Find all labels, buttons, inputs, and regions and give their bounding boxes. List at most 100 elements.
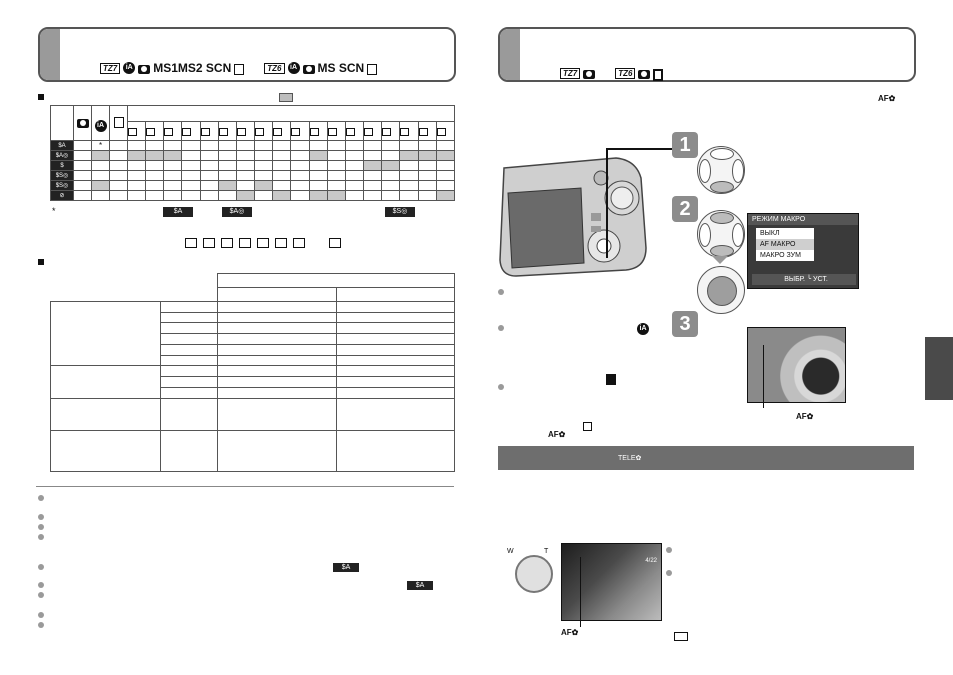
scene-icon [309, 128, 319, 136]
af-macro-label: AF✿ [548, 430, 566, 439]
af-macro-label: AF✿ [796, 412, 814, 421]
scene-icon [293, 238, 305, 248]
clipboard-icon [367, 63, 378, 75]
scene-icon [382, 128, 392, 136]
bullet-dot [38, 534, 44, 540]
scene-icon [236, 128, 246, 136]
bullet-dot [38, 524, 44, 530]
scene-icon [273, 128, 283, 136]
movie-icon [653, 69, 664, 81]
macro-scene-icon [606, 374, 616, 385]
divider-line [36, 486, 454, 487]
scene-icon [200, 128, 210, 136]
intelligent-auto-icon: iA [94, 120, 107, 132]
pointer-line [580, 557, 581, 627]
step-3-badge: 3 [672, 311, 698, 337]
macro-menu-title: РЕЖИМ МАКРО [748, 214, 858, 225]
live-view-screen-tele-macro: 4/22 [561, 543, 662, 621]
bullet-dot [498, 289, 504, 295]
flash-row-label: $A [50, 140, 74, 151]
gray-swatch-icon [279, 93, 293, 102]
scene-icon [436, 128, 446, 136]
flash-auto-label: $A [163, 207, 193, 217]
scene-icon [418, 128, 428, 136]
connector-line [606, 148, 608, 258]
bullet-dot [498, 325, 504, 331]
clipboard-icon [113, 117, 124, 128]
scene-icon [327, 128, 337, 136]
scene-icon [182, 128, 192, 136]
flash-mode-table: iA $A * $A◎ $ $ [50, 105, 456, 201]
scene-icon [203, 238, 215, 248]
left-header-modes: TZ7 iA MS1MS2 SCN TZ6 iA MS SCN [100, 61, 378, 75]
camera-icon [638, 69, 651, 79]
macro-menu-item[interactable]: AF МАКРО [756, 239, 814, 250]
zoom-w-label: W [507, 548, 514, 555]
intelligent-auto-icon: iA [287, 62, 300, 74]
flash-row-label: ⊘ [50, 190, 74, 201]
camera-icon [302, 64, 315, 74]
connector-line [606, 148, 674, 150]
scene-icon [329, 238, 341, 248]
scene-icon [345, 128, 355, 136]
macro-zoom-icon [673, 632, 688, 641]
bullet-dot [38, 612, 44, 618]
bullet-dot [666, 570, 672, 576]
zoom-lever[interactable] [515, 555, 553, 593]
scene-icon [257, 238, 269, 248]
focus-area-icon [583, 422, 593, 431]
scene-icon [275, 238, 287, 248]
scene-icon [128, 128, 137, 136]
right-header-side-bar [500, 29, 520, 80]
down-arrow-icon [712, 256, 728, 264]
af-macro-label: AF✿ [561, 628, 579, 637]
step-1-badge: 1 [672, 132, 698, 158]
bullet-dot [38, 495, 44, 501]
clipboard-icon [234, 63, 245, 75]
bullet-dot [666, 547, 672, 553]
flash-range-table [49, 273, 456, 472]
bullet-dot [498, 384, 504, 390]
flash-redeye-label: $A◎ [222, 207, 252, 217]
tz7-badge: TZ7 [100, 62, 121, 74]
intelligent-auto-icon: iA [637, 323, 649, 335]
camera-illustration [499, 157, 647, 277]
flash-slow-redeye-label: $S◎ [385, 207, 415, 217]
camera-icon [583, 69, 596, 79]
flash-auto-label: $A [333, 563, 359, 572]
left-header-box: TZ7 iA MS1MS2 SCN TZ6 iA MS SCN [38, 27, 456, 82]
shot-counter: 4/22 [645, 558, 657, 564]
flash-row-label: $ [50, 160, 74, 171]
cursor-pad[interactable] [697, 146, 745, 194]
right-header-box: TZ7 TZ6 [498, 27, 916, 82]
tz6-mode-text: MS SCN [317, 61, 365, 75]
intelligent-auto-icon: iA [123, 62, 136, 74]
scene-icon [364, 128, 374, 136]
flash-row-label: $A◎ [50, 150, 74, 161]
scene-icon [255, 128, 265, 136]
tele-macro-band: TELE✿ [498, 446, 914, 470]
section-square-icon [38, 259, 44, 265]
tz7-mode-text: MS1MS2 SCN [153, 61, 232, 75]
scene-icon [221, 238, 233, 248]
asterisk-mark: * [91, 140, 110, 151]
scene-icon [164, 128, 174, 136]
right-edge-tab [925, 337, 953, 400]
flash-auto-label: $A [407, 581, 433, 590]
flash-row-label: $S◎ [50, 180, 74, 191]
macro-menu-item[interactable]: МАКРО ЗУМ [760, 252, 801, 259]
menu-set-button[interactable] [697, 266, 745, 314]
tz6-badge: TZ6 [264, 62, 285, 74]
scene-icon [291, 128, 301, 136]
cursor-pad[interactable] [697, 210, 745, 258]
zoom-t-label: T [544, 548, 549, 555]
macro-menu-screen: РЕЖИМ МАКРО ВЫКЛ AF МАКРО МАКРО ЗУМ ВЫБР… [747, 213, 859, 289]
footnote-asterisk: * [52, 206, 56, 216]
pointer-line [763, 345, 764, 408]
scene-icon-row [185, 237, 341, 248]
macro-menu-item[interactable]: ВЫКЛ [760, 230, 780, 237]
bullet-dot [38, 622, 44, 628]
section-square-icon [38, 94, 44, 100]
scene-icon [400, 128, 410, 136]
camera-icon [138, 64, 151, 74]
